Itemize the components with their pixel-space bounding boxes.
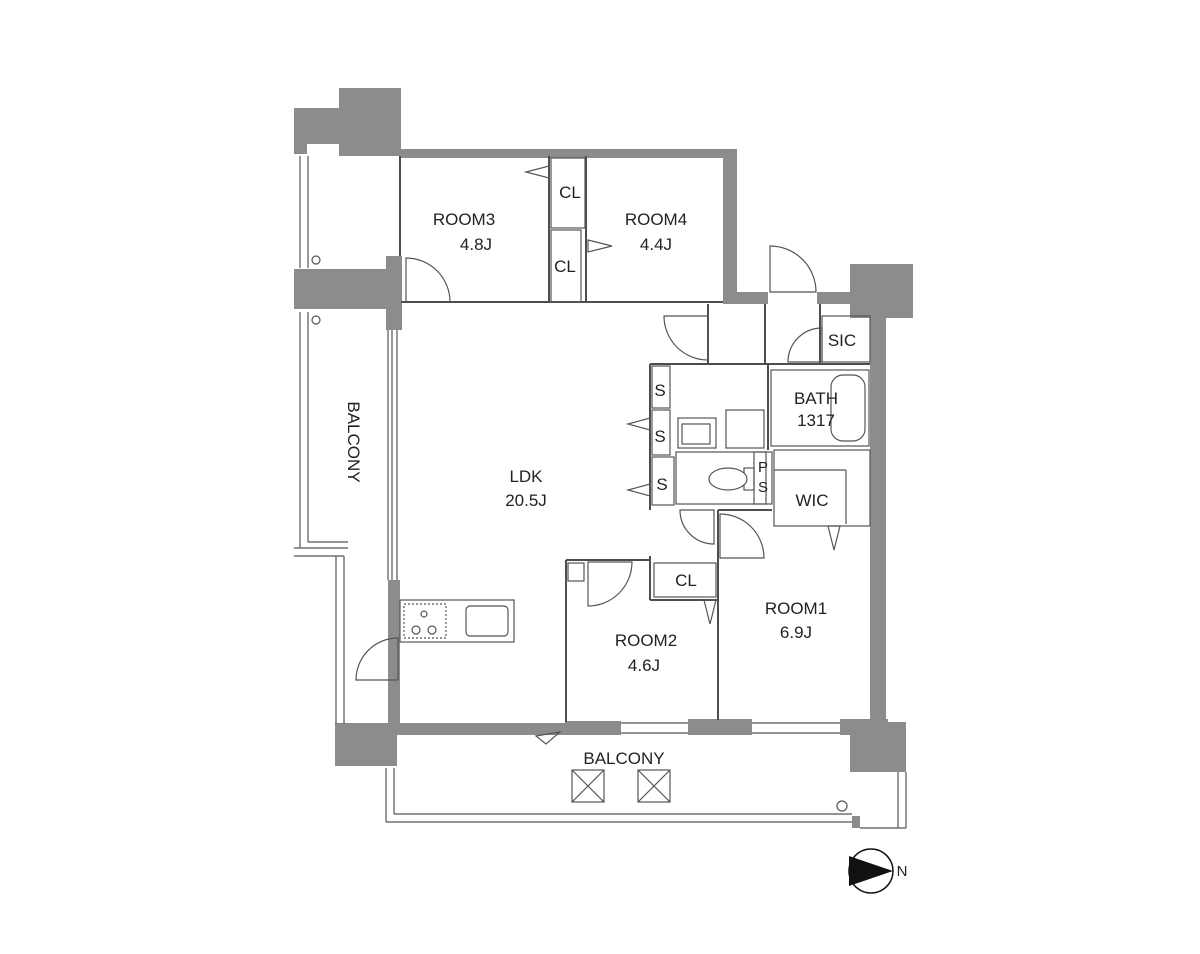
door-swings xyxy=(355,165,841,745)
wic-label: WIC xyxy=(795,491,828,510)
wall-east xyxy=(870,316,886,726)
storage-s3-label: S xyxy=(656,475,667,494)
door-mark xyxy=(703,599,717,625)
door-room2 xyxy=(587,561,633,607)
closet-mid xyxy=(550,229,582,303)
wall-south-2 xyxy=(565,721,621,735)
room1-area: 6.9J xyxy=(780,623,812,642)
storage-s3-box xyxy=(651,456,675,506)
wall-step xyxy=(723,292,768,304)
balcony-west-label: BALCONY xyxy=(344,401,363,482)
ps-s-label: S xyxy=(758,479,768,496)
wall-column-nw xyxy=(294,108,339,144)
wall-column-nw-2 xyxy=(339,88,401,156)
wall-column-w xyxy=(294,269,402,309)
evacuation-hatch-icon xyxy=(571,769,605,803)
interior-partitions xyxy=(387,156,871,734)
bath-name: BATH xyxy=(794,389,838,408)
ps-p-label: P xyxy=(758,459,768,476)
compass: N xyxy=(848,848,908,894)
wall-ldk-west-low xyxy=(388,580,400,726)
storage-s2-label: S xyxy=(654,427,665,446)
stove xyxy=(403,603,447,639)
bathtub xyxy=(830,374,866,442)
wall-column-ne xyxy=(850,264,913,318)
wall-stub-se xyxy=(852,816,860,828)
door-balcony xyxy=(355,637,399,681)
wic-box xyxy=(773,449,871,527)
wall-column-w-2 xyxy=(386,256,402,330)
wall-column-sw xyxy=(335,726,397,766)
wall-south-3 xyxy=(688,719,752,735)
wall-room4-east xyxy=(723,149,737,299)
balcony-outlines xyxy=(294,156,907,829)
door-sic xyxy=(787,327,823,363)
ps-box xyxy=(753,451,773,505)
ldk-area: 20.5J xyxy=(505,491,547,510)
toilet-room xyxy=(675,451,767,505)
bath-box xyxy=(770,369,870,447)
bath-size: 1317 xyxy=(797,411,835,430)
wall-top xyxy=(401,149,737,158)
door-mark xyxy=(534,731,563,745)
room3-name: ROOM3 xyxy=(433,210,495,229)
door-toilet xyxy=(679,509,715,545)
wall-ne-link xyxy=(817,292,852,304)
toilet-bowl xyxy=(708,467,748,491)
compass-label: N xyxy=(897,863,908,880)
structural-walls xyxy=(294,88,913,828)
wall-stub xyxy=(294,140,307,154)
evacuation-hatch-icon xyxy=(637,769,671,803)
room3-area: 4.8J xyxy=(460,235,492,254)
north-arrow-icon xyxy=(849,856,893,886)
door-mark xyxy=(827,525,841,551)
wall-column-se xyxy=(850,722,906,772)
room-labels: ROOM3 4.8J ROOM4 4.4J LDK 20.5J ROOM2 4.… xyxy=(344,183,856,768)
room2-name: ROOM2 xyxy=(615,631,677,650)
kitchen-sink xyxy=(465,605,509,637)
balcony-south-label: BALCONY xyxy=(583,749,664,768)
door-mark xyxy=(625,483,651,497)
ldk-name: LDK xyxy=(509,467,543,486)
door-room1 xyxy=(719,513,765,559)
door-entrance xyxy=(769,245,817,293)
burner-icon xyxy=(411,625,421,635)
storage-s1-box xyxy=(651,365,671,409)
storage-s1-label: S xyxy=(654,381,665,400)
door-mark xyxy=(523,165,550,179)
door-mark xyxy=(587,239,613,253)
storage-s2-box xyxy=(651,409,671,456)
closet-mid-label: CL xyxy=(554,257,576,276)
room2-area: 4.6J xyxy=(628,656,660,675)
closet-room2-label: CL xyxy=(675,571,697,590)
door-room3 xyxy=(405,257,451,303)
door-entry-hall xyxy=(663,315,709,361)
room1-name: ROOM1 xyxy=(765,599,827,618)
burner-icon xyxy=(427,625,437,635)
room4-area: 4.4J xyxy=(640,235,672,254)
sic-label: SIC xyxy=(828,331,856,350)
closet-top-label: CL xyxy=(559,183,581,202)
sink xyxy=(725,409,765,449)
closet-room2-box xyxy=(653,562,717,598)
room4-name: ROOM4 xyxy=(625,210,687,229)
burner-icon xyxy=(420,610,428,618)
door-mark xyxy=(625,417,651,431)
